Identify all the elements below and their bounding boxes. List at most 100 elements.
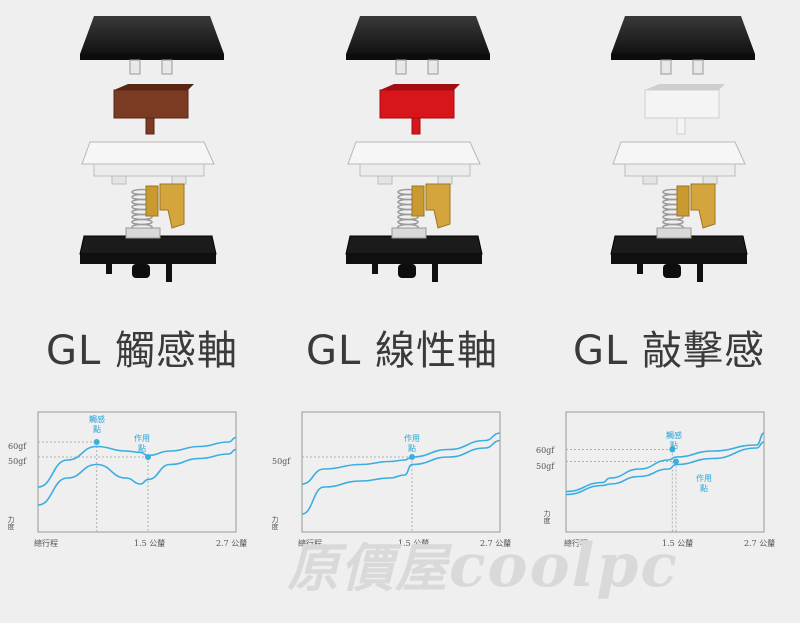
force-chart-clicky: 60gf 50gf 力度 總行程 1.5 公釐 2.7 公釐 觸感點 作用點 xyxy=(536,408,776,554)
tactile-point-label: 觸感點 xyxy=(666,431,682,450)
switch-svg xyxy=(345,16,490,282)
x-tick-label: 1.5 公釐 xyxy=(398,539,430,548)
top-housing-body xyxy=(624,163,736,177)
keycap xyxy=(611,16,755,54)
title-linear: GL 線性軸 xyxy=(306,328,498,374)
keycap-stem xyxy=(161,59,173,75)
x-tick-label: 1.5 公釐 xyxy=(662,539,694,548)
keycap-edge xyxy=(611,54,755,60)
pcb-pin xyxy=(432,264,438,282)
switch-stem xyxy=(113,89,189,119)
bottom-housing-base xyxy=(611,254,747,264)
bottom-housing xyxy=(79,235,217,255)
housing-clip xyxy=(642,175,658,185)
switch-stem xyxy=(379,89,455,119)
contact-leaf xyxy=(690,183,716,229)
y-axis-label: 力度 xyxy=(7,516,15,530)
center-pin xyxy=(132,264,150,278)
curve-point xyxy=(409,454,415,460)
keycap-stem xyxy=(129,59,141,75)
top-housing-body xyxy=(359,163,471,177)
pcb-pin xyxy=(637,264,643,274)
contact-leaf xyxy=(159,183,185,229)
force-curve xyxy=(565,441,765,496)
switch-stem-top xyxy=(114,84,194,90)
center-post xyxy=(125,227,161,239)
y-tick-label: 50gf xyxy=(8,457,27,466)
switch-stem-leg xyxy=(676,117,686,135)
contact-leaf xyxy=(145,185,159,217)
chart-svg xyxy=(301,411,501,533)
contact-leaf xyxy=(425,183,451,229)
keycap-stem xyxy=(660,59,672,75)
actuation-point-label: 作用點 xyxy=(134,434,150,453)
switch-stem-leg xyxy=(145,117,155,135)
actuation-point-label: 作用點 xyxy=(696,474,712,493)
plot-frame xyxy=(301,411,501,533)
y-axis-label: 力度 xyxy=(271,516,279,530)
force-curve xyxy=(565,432,765,493)
force-chart-linear: 50gf 力度 總行程 1.5 公釐 2.7 公釐 作用點 xyxy=(271,408,512,554)
switch-svg xyxy=(610,16,755,282)
keycap-edge xyxy=(80,54,224,60)
switch-stem-top xyxy=(645,84,725,90)
keycap-stem xyxy=(692,59,704,75)
keycap xyxy=(346,16,490,54)
title-clicky: GL 敲擊感 xyxy=(573,328,765,374)
switch-stem-leg xyxy=(411,117,421,135)
top-housing xyxy=(347,141,481,165)
pcb-pin xyxy=(697,264,703,282)
y-tick-label: 60gf xyxy=(536,446,555,455)
top-housing xyxy=(81,141,215,165)
y-tick-label: 50gf xyxy=(536,462,555,471)
y-axis-label: 力度 xyxy=(543,510,551,524)
top-housing xyxy=(612,141,746,165)
switch-illustration-clicky xyxy=(603,14,763,284)
x-tick-label: 2.7 公釐 xyxy=(744,539,776,548)
keycap-stem xyxy=(427,59,439,75)
force-chart-tactile: 60gf 50gf 力度 總行程 1.5 公釐 2.7 公釐 觸感點 作用點 xyxy=(7,408,248,554)
curve-point xyxy=(93,439,100,445)
switch-stem xyxy=(644,89,720,119)
contact-leaf xyxy=(411,185,425,217)
actuation-point-label: 作用點 xyxy=(404,434,420,453)
pcb-pin xyxy=(106,264,112,274)
force-curve xyxy=(37,448,237,506)
tactile-point-label: 觸感點 xyxy=(89,415,105,434)
y-tick-label: 60gf xyxy=(8,442,27,451)
contact-leaf xyxy=(676,185,690,217)
y-tick-label: 50gf xyxy=(272,457,291,466)
center-post xyxy=(391,227,427,239)
housing-clip xyxy=(111,175,127,185)
housing-clip xyxy=(437,175,453,185)
force-curve xyxy=(301,439,501,515)
center-pin xyxy=(663,264,681,278)
plot-frame xyxy=(37,411,237,533)
chart-svg xyxy=(37,411,237,533)
keycap-stem xyxy=(395,59,407,75)
force-curve xyxy=(37,436,237,488)
pcb-pin xyxy=(166,264,172,282)
center-post xyxy=(656,227,692,239)
top-housing-body xyxy=(93,163,205,177)
force-curve xyxy=(301,432,501,485)
housing-clip xyxy=(377,175,393,185)
watermark-logo: 原價屋coolpc xyxy=(287,531,679,601)
bottom-housing-base xyxy=(346,254,482,264)
bottom-housing xyxy=(610,235,748,255)
keycap-edge xyxy=(346,54,490,60)
x-tick-label: 2.7 公釐 xyxy=(216,539,248,548)
housing-clip xyxy=(171,175,187,185)
chart-svg xyxy=(565,411,765,533)
curve-point xyxy=(673,458,679,465)
x-start-label: 總行程 xyxy=(298,539,322,548)
center-pin xyxy=(398,264,416,278)
x-start-label: 總行程 xyxy=(564,539,588,548)
keycap xyxy=(80,16,224,54)
bottom-housing xyxy=(345,235,483,255)
switch-stem-top xyxy=(380,84,460,90)
x-start-label: 總行程 xyxy=(34,539,58,548)
plot-frame xyxy=(565,411,765,533)
x-tick-label: 2.7 公釐 xyxy=(480,539,512,548)
title-tactile: GL 觸感軸 xyxy=(46,328,238,374)
